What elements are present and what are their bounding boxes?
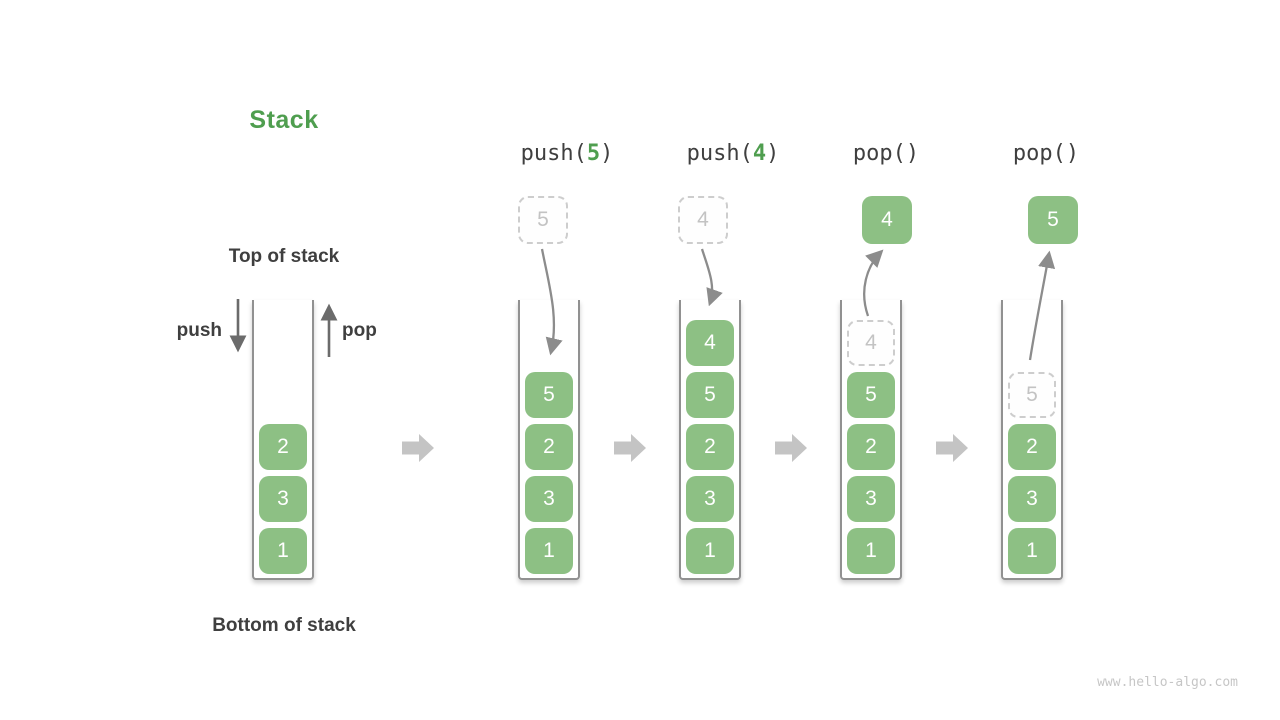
stack-cell: 1 — [686, 528, 734, 574]
floating-cell-push-4: 4 — [678, 196, 728, 244]
pop-arrow-label: pop — [342, 320, 377, 341]
op-fn-text: push( — [520, 141, 587, 166]
stack-container-after-push-4: 4 5 2 3 1 — [679, 300, 741, 580]
floating-cell-push-5: 5 — [518, 196, 568, 244]
op-close-text: ) — [766, 141, 780, 166]
stack-cell: 3 — [847, 476, 895, 522]
stack-cell: 1 — [847, 528, 895, 574]
stack-cell: 3 — [259, 476, 307, 522]
diagram-title: Stack — [249, 106, 319, 134]
stack-cell: 2 — [1008, 424, 1056, 470]
stack-cell: 5 — [686, 372, 734, 418]
op-close-text: ) — [905, 141, 920, 166]
op-close-text: ) — [600, 141, 614, 166]
stack-container-after-push-5: 5 2 3 1 — [518, 300, 580, 580]
operation-label-push-5: push(5) — [467, 141, 667, 166]
flow-arrow-icon — [936, 434, 968, 462]
stack-cell-ghost: 5 — [1008, 372, 1056, 418]
operation-label-push-4: push(4) — [633, 141, 833, 166]
stack-cell: 1 — [1008, 528, 1056, 574]
bottom-of-stack-label: Bottom of stack — [212, 615, 356, 636]
stack-cell: 3 — [686, 476, 734, 522]
op-arg-text: 5 — [586, 141, 601, 166]
flow-arrow-icon — [614, 434, 646, 462]
op-arg-text: 4 — [752, 141, 767, 166]
stack-cell: 2 — [847, 424, 895, 470]
stack-cell: 2 — [259, 424, 307, 470]
stack-cell: 1 — [525, 528, 573, 574]
floating-cell-popped-5: 5 — [1028, 196, 1078, 244]
op-fn-text: push( — [686, 141, 753, 166]
push-arrow-label: push — [176, 320, 222, 341]
stack-cell: 2 — [525, 424, 573, 470]
op-close-text: ) — [1065, 141, 1080, 166]
stack-cell: 5 — [525, 372, 573, 418]
stack-container-after-pop-1: 4 5 2 3 1 — [840, 300, 902, 580]
operation-label-pop-1: pop() — [786, 141, 986, 166]
stack-cell: 5 — [847, 372, 895, 418]
flow-arrow-icon — [775, 434, 807, 462]
op-fn-text: pop( — [1012, 141, 1066, 166]
stack-cell: 3 — [525, 476, 573, 522]
flow-arrow-icon — [402, 434, 434, 462]
stack-cell: 4 — [686, 320, 734, 366]
operation-label-pop-2: pop() — [946, 141, 1146, 166]
watermark: www.hello-algo.com — [1097, 675, 1238, 690]
stack-cell-ghost: 4 — [847, 320, 895, 366]
op-fn-text: pop( — [852, 141, 906, 166]
floating-cell-popped-4: 4 — [862, 196, 912, 244]
push-4-curve-arrow-icon — [700, 248, 723, 307]
top-of-stack-label: Top of stack — [228, 246, 340, 267]
stack-cell: 1 — [259, 528, 307, 574]
stack-container-initial: 2 3 1 — [252, 300, 314, 580]
stack-cell: 3 — [1008, 476, 1056, 522]
stack-container-after-pop-2: 5 2 3 1 — [1001, 300, 1063, 580]
stack-cell: 2 — [686, 424, 734, 470]
